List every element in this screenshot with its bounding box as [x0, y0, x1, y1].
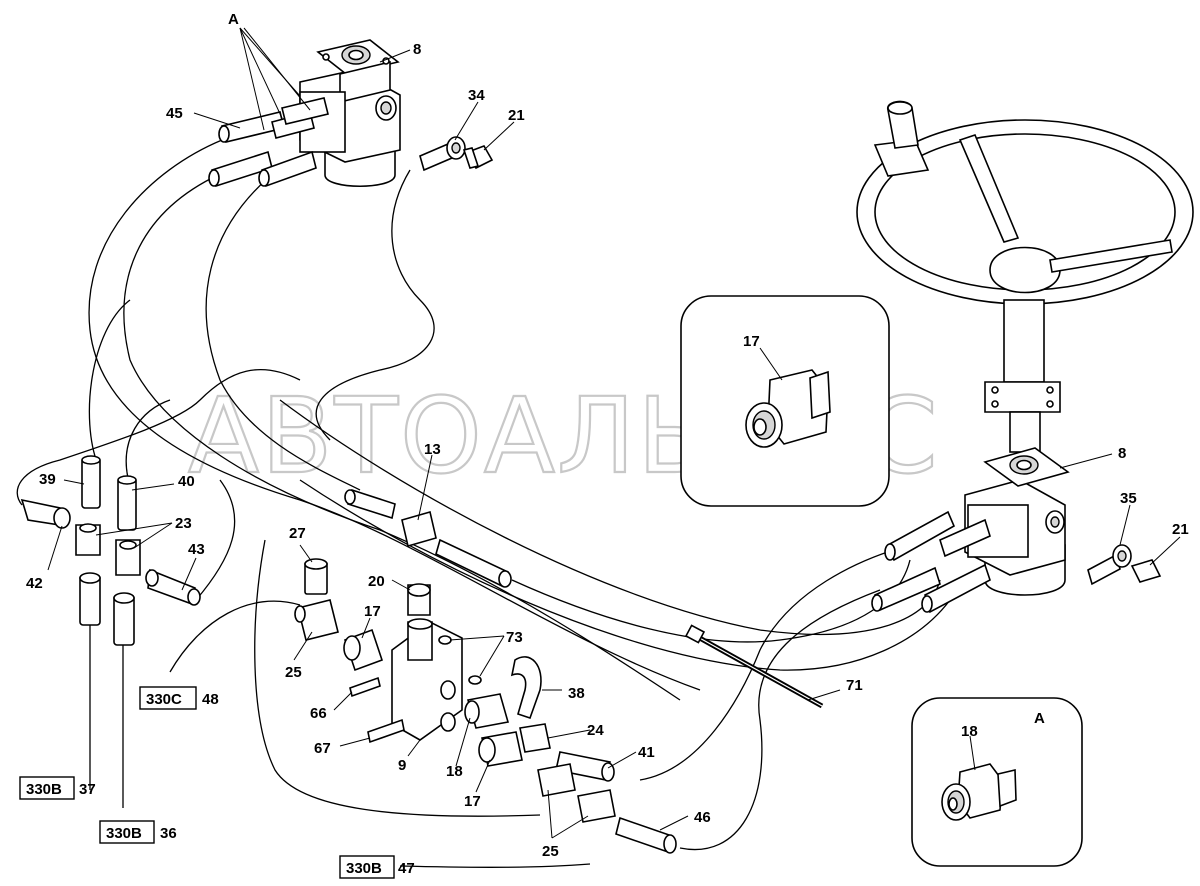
callout-43: 43 [188, 541, 205, 558]
ref-box-330b-37: 330B [26, 781, 62, 798]
ref-330b-47: 330B 47 [339, 855, 415, 879]
top-valve-fittings [208, 97, 329, 188]
callout-39: 39 [39, 471, 56, 488]
callout-20: 20 [368, 573, 385, 590]
callout-38: 38 [568, 685, 585, 702]
callout-25-low: 25 [542, 843, 559, 860]
bolt-21-top [462, 145, 494, 170]
banjo-fitting-35 [1087, 544, 1132, 586]
ref-box-330c: 330C [146, 691, 182, 708]
callout-67: 67 [314, 740, 331, 757]
steering-valve-top [299, 39, 401, 188]
callout-36: 36 [160, 825, 177, 842]
callout-8-right: 8 [1118, 445, 1126, 462]
bolt-21-right [1130, 559, 1162, 583]
ref-330b-36: 330B 36 [99, 820, 177, 844]
leader-lines [47, 27, 1181, 839]
left-fittings [20, 455, 201, 646]
callout-a-detail: A [1034, 710, 1045, 727]
ref-330b-37: 330B 37 [19, 776, 96, 800]
callout-21-top: 21 [508, 107, 525, 124]
callout-35: 35 [1120, 490, 1137, 507]
callout-37: 37 [79, 781, 96, 798]
callout-13: 13 [424, 441, 441, 458]
callout-40: 40 [178, 473, 195, 490]
mid-fittings [294, 488, 677, 854]
callout-17-detail: 17 [743, 333, 760, 350]
steering-wheel [856, 100, 1194, 453]
callout-71: 71 [846, 677, 863, 694]
ref-box-330b-36: 330B [106, 825, 142, 842]
callout-9: 9 [398, 757, 406, 774]
callout-42: 42 [26, 575, 43, 592]
callout-66: 66 [310, 705, 327, 722]
callout-48: 48 [202, 691, 219, 708]
hose-lines [16, 139, 951, 868]
callout-17-low: 17 [464, 793, 481, 810]
callout-41: 41 [638, 744, 655, 761]
callout-24: 24 [587, 722, 604, 739]
callout-18-detail: 18 [961, 723, 978, 740]
callout-17-mid: 17 [364, 603, 381, 620]
callout-34: 34 [468, 87, 485, 104]
adapter-18-detail [941, 763, 1017, 821]
adapter-17-detail [745, 369, 831, 448]
callout-47: 47 [398, 860, 415, 877]
right-valve-fittings [871, 510, 991, 614]
callout-27: 27 [289, 525, 306, 542]
banjo-fitting-34 [419, 136, 466, 172]
callout-45: 45 [166, 105, 183, 122]
callout-25-left: 25 [285, 664, 302, 681]
callout-46: 46 [694, 809, 711, 826]
callout-73: 73 [506, 629, 523, 646]
callout-8-top: 8 [413, 41, 421, 58]
cable-tie-71 [684, 624, 824, 709]
callout-23: 23 [175, 515, 192, 532]
ref-box-330b-47: 330B [346, 860, 382, 877]
ref-330c-48: 330C 48 [139, 686, 219, 710]
callout-21-right: 21 [1172, 521, 1189, 538]
callout-18-mid: 18 [446, 763, 463, 780]
callout-a-top: A [228, 11, 239, 28]
